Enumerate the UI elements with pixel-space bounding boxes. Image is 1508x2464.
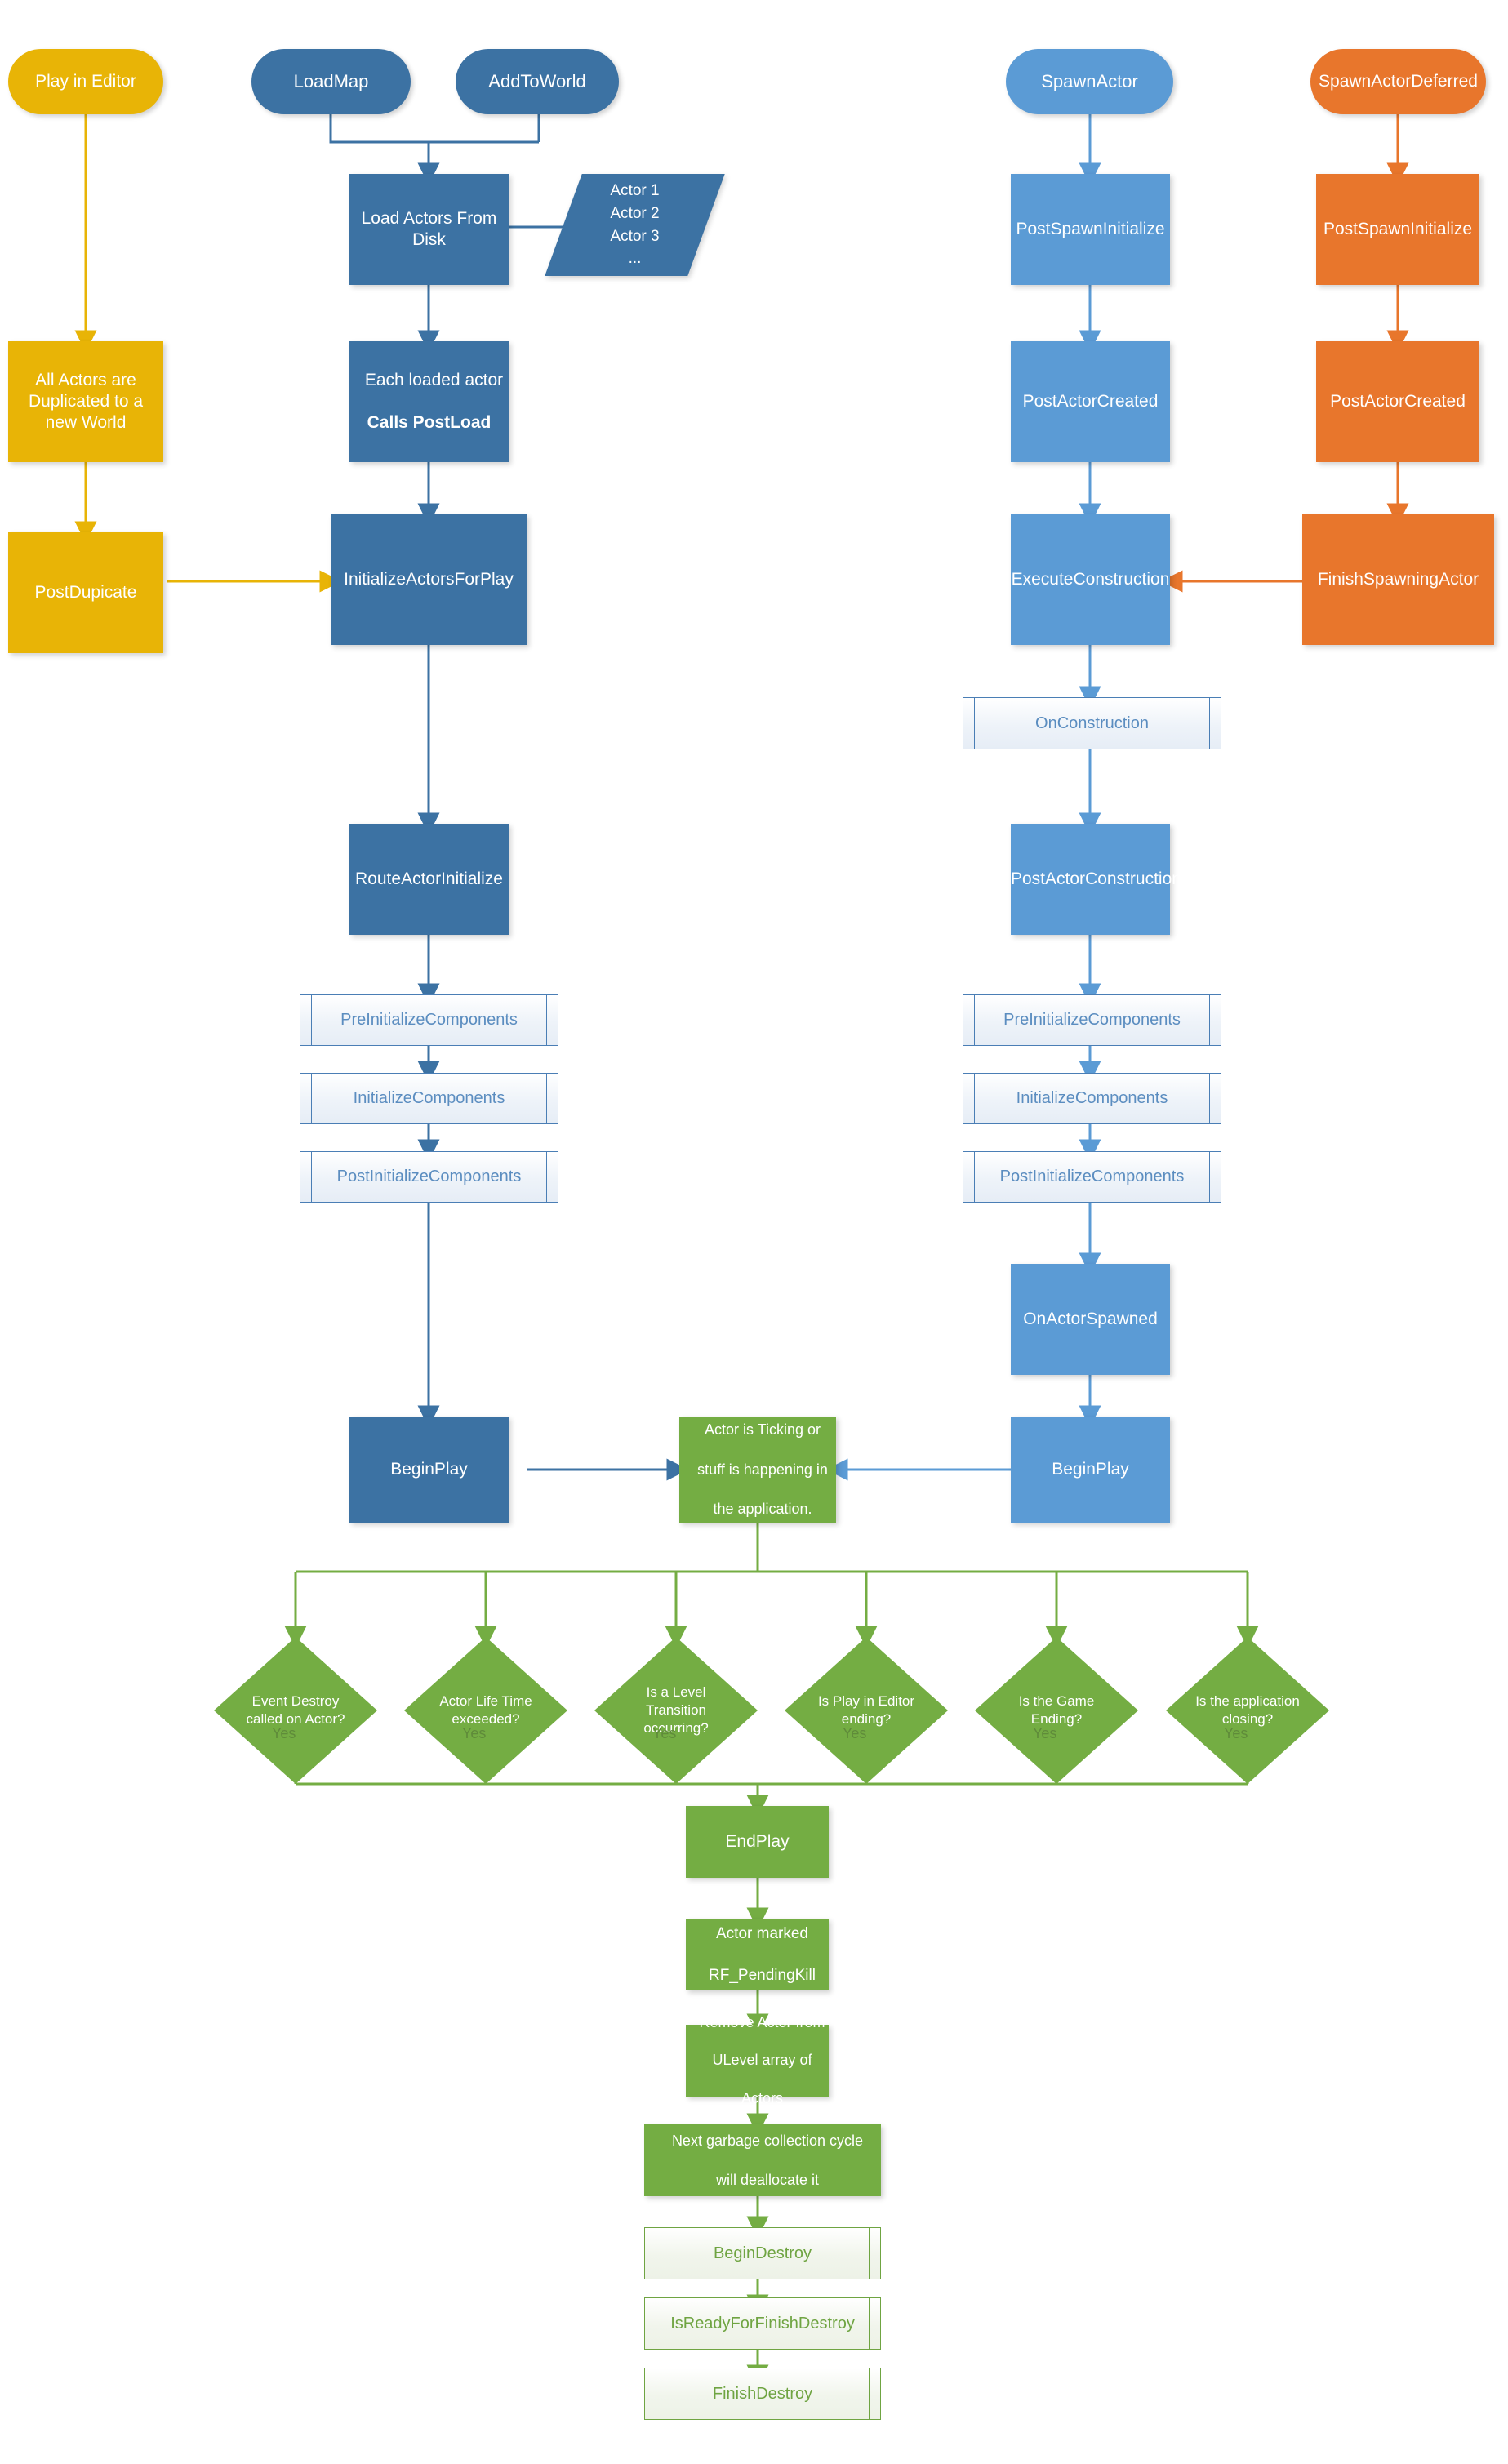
node-post-actor-construction[interactable]: PostActorConstruction (1011, 824, 1181, 935)
node-actor-is-ticking[interactable]: Actor is Ticking or stuff is happening i… (679, 1417, 836, 1523)
yes-label-5: Yes (1033, 1725, 1057, 1741)
node-route-actor-initialize-label: RouteActorInitialize (355, 869, 503, 888)
node-play-in-editor-label: Play in Editor (35, 71, 136, 91)
node-load-actors-from-disk-label: Load Actors From Disk (361, 208, 497, 249)
decision-play-in-editor-ending[interactable]: Is Play in Editor ending? (785, 1637, 948, 1784)
node-next-garbage-collection[interactable]: Next garbage collection cycle will deall… (644, 2124, 881, 2196)
node-post-duplicate[interactable]: PostDupicate (8, 532, 163, 653)
decision-event-destroy[interactable]: Event Destroy called on Actor? (214, 1637, 377, 1784)
node-postactorcreated-deferred[interactable]: PostActorCreated (1316, 341, 1479, 462)
node-actor-marked-pending-kill[interactable]: Actor marked RF_PendingKill (686, 1919, 829, 1990)
node-addtoworld[interactable]: AddToWorld (456, 49, 619, 114)
node-on-construction[interactable]: OnConstruction (963, 697, 1221, 749)
node-loadmap[interactable]: LoadMap (251, 49, 411, 114)
node-postactorcreated-spawn[interactable]: PostActorCreated (1011, 341, 1170, 462)
node-initialize-actors-for-play-label: InitializeActorsForPlay (344, 569, 514, 589)
node-beginplay-load[interactable]: BeginPlay (349, 1417, 509, 1523)
node-is-ready-for-finish-destroy[interactable]: IsReadyForFinishDestroy (644, 2297, 881, 2350)
node-remove-actor-from-ulevel[interactable]: Remove Actor from ULevel array of Actors (686, 2014, 829, 2106)
node-play-in-editor[interactable]: Play in Editor (8, 49, 163, 114)
node-initialize-actors-for-play[interactable]: InitializeActorsForPlay (331, 514, 527, 645)
decision-application-closing[interactable]: Is the application closing? (1166, 1637, 1329, 1784)
node-route-actor-initialize[interactable]: RouteActorInitialize (349, 824, 509, 935)
node-each-loaded-actor-postload[interactable]: Each loaded actor Calls PostLoad (349, 341, 509, 462)
ticking-line-1: Actor is Ticking or (704, 1421, 821, 1439)
node-postspawninitialize-spawn[interactable]: PostSpawnInitialize (1011, 174, 1170, 285)
node-initialize-components-spawn[interactable]: InitializeComponents (963, 1073, 1221, 1124)
node-loadmap-label: LoadMap (293, 71, 369, 92)
ticking-line-3: the application. (713, 1501, 812, 1518)
node-postspawninitialize-deferred[interactable]: PostSpawnInitialize (1316, 174, 1479, 285)
actor-list-item: ... (628, 250, 642, 268)
node-end-play[interactable]: EndPlay (686, 1806, 829, 1878)
actor-list-item: Actor 2 (610, 204, 660, 222)
node-post-initialize-components-spawn[interactable]: PostInitializeComponents (963, 1151, 1221, 1203)
actor-list-item: Actor 3 (610, 227, 660, 245)
decision-level-transition[interactable]: Is a Level Transition occurring? (594, 1637, 758, 1784)
node-spawnactor-label: SpawnActor (1041, 71, 1138, 92)
decision-game-ending[interactable]: Is the Game Ending? (975, 1637, 1138, 1784)
yes-label-3: Yes (652, 1725, 677, 1741)
yes-label-2: Yes (462, 1725, 487, 1741)
node-spawnactor[interactable]: SpawnActor (1006, 49, 1173, 114)
node-on-actor-spawned[interactable]: OnActorSpawned (1011, 1264, 1170, 1375)
yes-label-6: Yes (1224, 1725, 1248, 1741)
node-finish-destroy[interactable]: FinishDestroy (644, 2368, 881, 2420)
node-execute-construction[interactable]: ExecuteConstruction (1011, 514, 1170, 645)
node-post-initialize-components-load[interactable]: PostInitializeComponents (300, 1151, 558, 1203)
node-postload-line2: Calls PostLoad (367, 413, 492, 433)
node-begin-destroy[interactable]: BeginDestroy (644, 2227, 881, 2279)
node-postload-line1: Each loaded actor (364, 370, 504, 389)
node-all-actors-duplicated-label: All Actors are Duplicated to a new World (28, 370, 144, 433)
node-load-actors-from-disk[interactable]: Load Actors From Disk (349, 174, 509, 285)
yes-label-1: Yes (272, 1725, 296, 1741)
node-pre-initialize-components-load[interactable]: PreInitializeComponents (300, 994, 558, 1046)
decision-actor-life-time[interactable]: Actor Life Time exceeded? (404, 1637, 567, 1784)
node-all-actors-duplicated[interactable]: All Actors are Duplicated to a new World (8, 341, 163, 462)
node-finish-spawning-actor[interactable]: FinishSpawningActor (1302, 514, 1494, 645)
node-addtoworld-label: AddToWorld (488, 71, 586, 92)
node-beginplay-load-label: BeginPlay (390, 1459, 468, 1479)
node-actor-list[interactable]: Actor 1 Actor 2 Actor 3 ... (545, 174, 725, 276)
node-spawnactordeferred[interactable]: SpawnActorDeferred (1310, 49, 1486, 114)
actor-list-item: Actor 1 (610, 182, 660, 200)
node-pre-initialize-components-spawn[interactable]: PreInitializeComponents (963, 994, 1221, 1046)
node-beginplay-spawn[interactable]: BeginPlay (1011, 1417, 1170, 1523)
ticking-line-2: stuff is happening in (697, 1461, 828, 1478)
node-initialize-components-load[interactable]: InitializeComponents (300, 1073, 558, 1124)
node-post-duplicate-label: PostDupicate (34, 582, 137, 602)
yes-label-4: Yes (843, 1725, 867, 1741)
